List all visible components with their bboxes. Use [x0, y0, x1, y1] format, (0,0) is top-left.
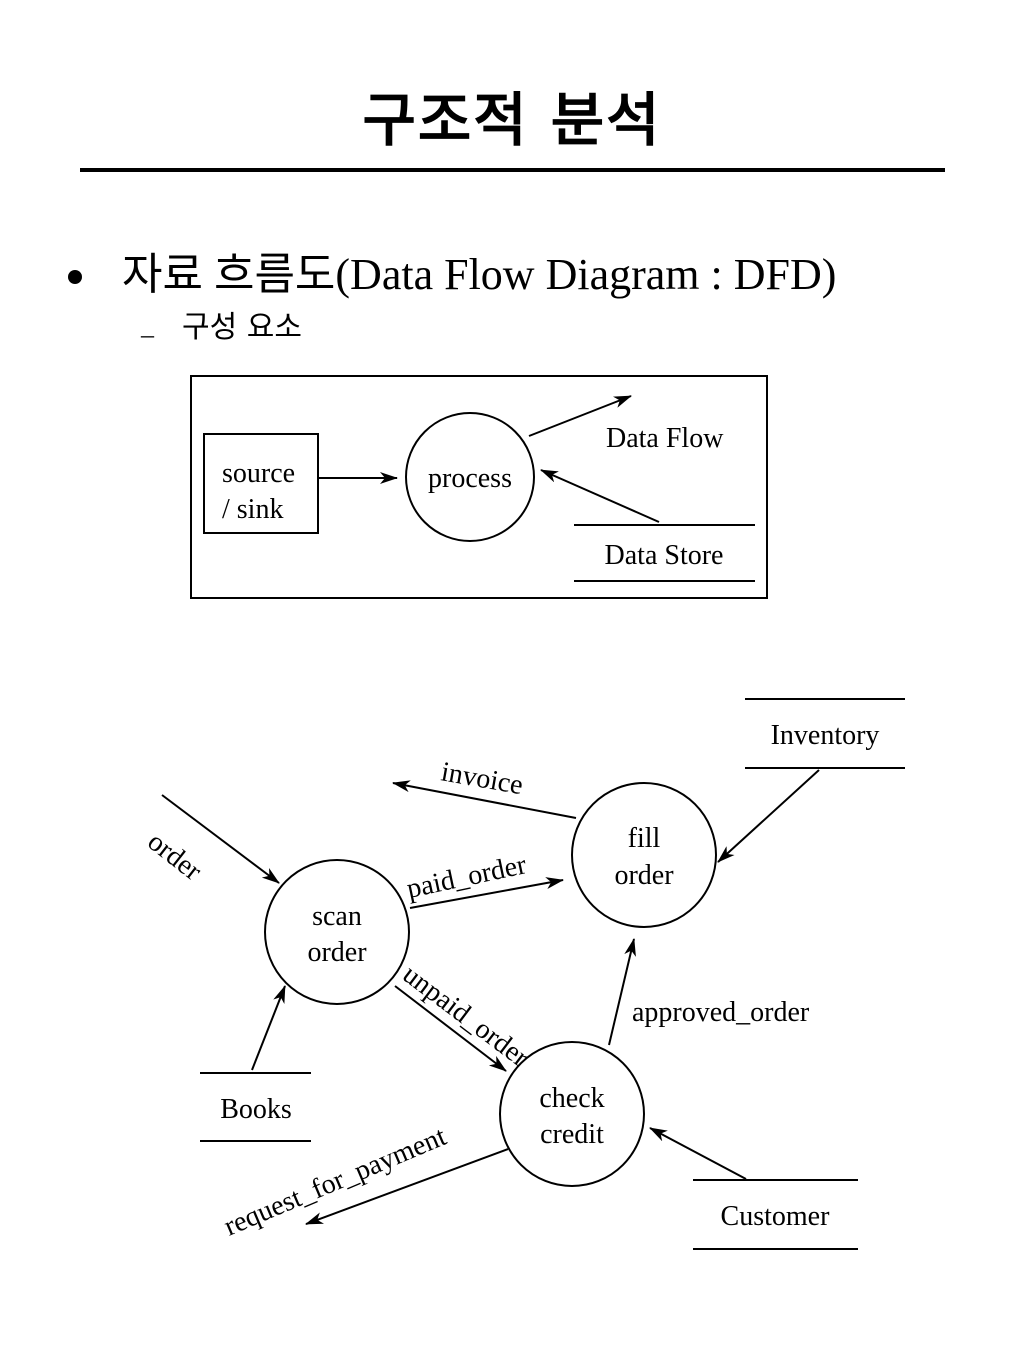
sub-bullet-dash: –	[141, 320, 154, 349]
legend-frame	[190, 375, 768, 599]
bullet-text: 자료 흐름도(Data Flow Diagram : DFD)	[122, 250, 837, 299]
bullet-icon	[68, 270, 82, 284]
sub-bullet-text: 구성 요소	[182, 310, 302, 345]
process-scan-order-label-2: order	[307, 937, 367, 968]
flow-request-for-payment-label: request_for_payment	[220, 1121, 451, 1243]
flow-approved-order-arrow	[608, 938, 636, 1046]
flow-customer-to-check-credit-arrow	[649, 1127, 747, 1180]
legend-process-circle	[405, 412, 535, 542]
process-check-credit-label-1: check	[539, 1083, 604, 1114]
flow-inventory-to-fill-order-arrow	[717, 769, 820, 863]
flow-request-for-payment-arrow	[305, 1148, 509, 1225]
legend-data-flow-arrow	[528, 395, 632, 437]
flow-invoice-arrow	[392, 780, 577, 819]
flow-order-label: order	[142, 826, 208, 887]
legend-source-sink-label-2: / sink	[222, 494, 283, 525]
legend-source-sink-box	[203, 433, 319, 534]
process-fill-order-label-1: fill	[628, 823, 661, 854]
title-underline	[80, 168, 945, 172]
process-scan-order-label-1: scan	[312, 901, 362, 932]
legend-store-to-process-arrow	[540, 469, 660, 523]
store-inventory-label: Inventory	[771, 720, 880, 751]
legend-process-label: process	[428, 463, 512, 494]
process-check-credit	[499, 1041, 645, 1187]
flow-unpaid-order-arrow	[394, 985, 507, 1072]
process-scan-order	[264, 859, 410, 1005]
store-customer-label: Customer	[721, 1201, 831, 1232]
process-fill-order-label-2: order	[614, 860, 674, 891]
store-books-label: Books	[220, 1094, 292, 1125]
process-fill-order	[571, 782, 717, 928]
legend-data-flow-label: Data Flow	[606, 423, 724, 454]
dfd-example: scan order fill order check credit Inven…	[142, 698, 905, 1250]
legend-panel: source / sink process Data Flow Data Sto…	[190, 375, 768, 599]
flow-books-to-scan-order-arrow	[251, 985, 286, 1071]
process-check-credit-label-2: credit	[540, 1119, 604, 1150]
legend-source-sink-label-1: source	[222, 458, 295, 489]
flow-paid-order-label: paid_order	[404, 849, 530, 905]
flow-paid-order-arrow	[409, 877, 564, 909]
flow-order-arrow	[161, 794, 280, 884]
flow-approved-order-label: approved_order	[632, 997, 810, 1028]
legend-data-store-label: Data Store	[605, 540, 724, 571]
page-title: 구조적 분석	[362, 86, 662, 154]
flow-unpaid-order-label: unpaid_order	[397, 959, 535, 1074]
